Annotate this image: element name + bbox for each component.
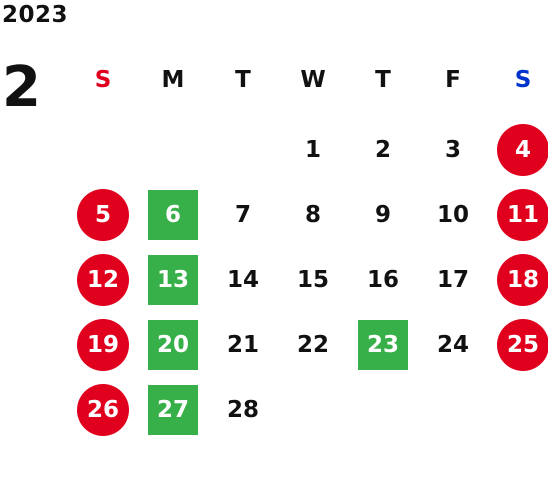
day-number: 22 [296,332,329,358]
special-day-square-marker [358,320,408,370]
weekday-header-monday: M [161,67,185,93]
day-number: 25 [506,332,539,358]
day-number: 26 [86,397,119,423]
day-cell-16: 16 [348,255,418,305]
weekday-header-sunday: S [94,67,112,93]
day-number: 9 [374,202,391,228]
holiday-circle-marker [77,319,129,371]
day-number: 14 [226,267,259,293]
holiday-circle-marker [77,254,129,306]
weekday-header-thursday: T [375,67,391,93]
day-number: 23 [366,332,399,358]
day-cell-14: 14 [208,255,278,305]
day-cell-19: 19 [68,319,138,371]
day-cell-9: 9 [348,190,418,240]
special-day-square-marker [148,385,198,435]
day-cell-18: 18 [488,254,548,306]
holiday-circle-marker [497,189,548,241]
holiday-circle-marker [497,319,548,371]
weekday-header-saturday: S [514,67,532,93]
day-number: 5 [94,202,111,228]
day-cell-10: 10 [418,190,488,240]
day-number: 8 [304,202,321,228]
day-cell-2: 2 [348,125,418,175]
day-number: 17 [436,267,469,293]
day-cell-11: 11 [488,189,548,241]
day-number: 15 [296,267,329,293]
day-cell-1: 1 [278,125,348,175]
day-cell-26: 26 [68,384,138,436]
day-cell-27: 27 [138,385,208,435]
holiday-circle-marker [77,189,129,241]
day-cell-24: 24 [418,320,488,370]
day-cell-7: 7 [208,190,278,240]
day-number: 24 [436,332,469,358]
month-number: 2 [2,55,41,120]
holiday-circle-marker [77,384,129,436]
day-cell-20: 20 [138,320,208,370]
day-number: 12 [86,267,119,293]
day-cell-23: 23 [348,320,418,370]
day-cell-8: 8 [278,190,348,240]
day-number: 21 [226,332,259,358]
day-number: 19 [86,332,119,358]
day-number: 27 [156,397,189,423]
day-number: 2 [374,137,391,163]
weekday-header-tuesday: T [235,67,251,93]
day-number: 11 [506,202,539,228]
day-number: 1 [304,137,321,163]
day-cell-12: 12 [68,254,138,306]
weekday-header-wednesday: W [300,67,326,93]
special-day-square-marker [148,190,198,240]
day-cell-28: 28 [208,385,278,435]
day-number: 6 [164,202,181,228]
day-number: 3 [444,137,461,163]
day-number: 20 [156,332,189,358]
day-cell-15: 15 [278,255,348,305]
special-day-square-marker [148,255,198,305]
day-cell-22: 22 [278,320,348,370]
year-label: 2023 [2,2,69,28]
day-number: 7 [234,202,251,228]
day-number: 28 [226,397,259,423]
weekday-header-friday: F [445,67,461,93]
day-cell-25: 25 [488,319,548,371]
day-cell-4: 4 [488,124,548,176]
day-cell-13: 13 [138,255,208,305]
day-number: 4 [514,137,531,163]
day-number: 18 [506,267,539,293]
holiday-circle-marker [497,124,548,176]
day-number: 13 [156,267,189,293]
day-cell-3: 3 [418,125,488,175]
day-number: 16 [366,267,399,293]
day-number: 10 [436,202,469,228]
day-cell-5: 5 [68,189,138,241]
special-day-square-marker [148,320,198,370]
holiday-circle-marker [497,254,548,306]
day-cell-21: 21 [208,320,278,370]
day-cell-6: 6 [138,190,208,240]
day-cell-17: 17 [418,255,488,305]
